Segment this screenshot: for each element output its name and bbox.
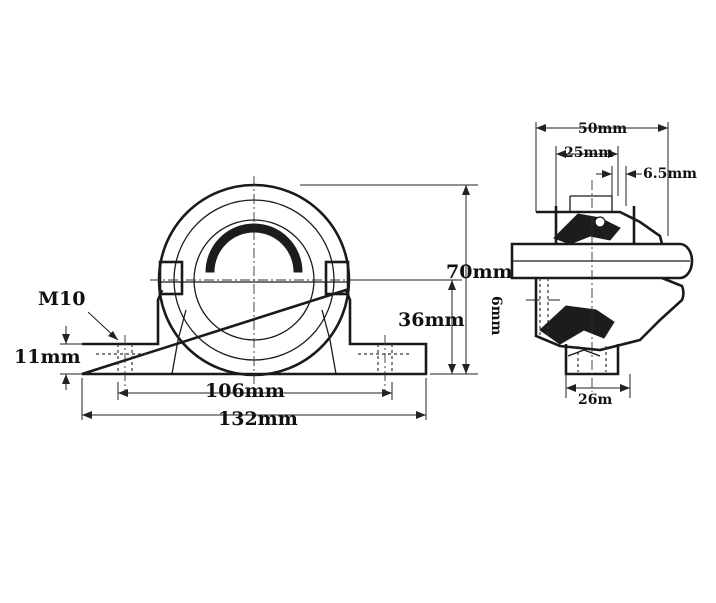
label-bolt: M10	[38, 288, 85, 310]
label-base-height: 11mm	[14, 346, 81, 368]
bearing-band-bottom	[539, 305, 615, 345]
label-side-gap: 6mm	[488, 296, 504, 336]
label-overall-length: 132mm	[218, 408, 298, 430]
label-center-height: 36mm	[398, 309, 465, 331]
bearing-band-top	[553, 213, 621, 245]
dimension-labels: M10 11mm 106mm 132mm 36mm 70mm 50mm 25mm…	[14, 121, 697, 430]
label-collar-width: 6.5mm	[643, 166, 697, 182]
label-base-width: 50mm	[578, 121, 627, 137]
shaft	[510, 242, 694, 280]
label-foot-width: 26m	[578, 392, 612, 408]
front-dimensions	[60, 184, 478, 420]
front-view	[81, 176, 428, 392]
label-bolt-spacing: 106mm	[205, 380, 285, 402]
label-total-height: 70mm	[446, 261, 513, 283]
side-dimensions	[526, 122, 669, 398]
label-bore-offset: 25mm	[564, 145, 613, 161]
bearing-inner-ring	[205, 223, 303, 273]
side-view	[510, 180, 694, 392]
